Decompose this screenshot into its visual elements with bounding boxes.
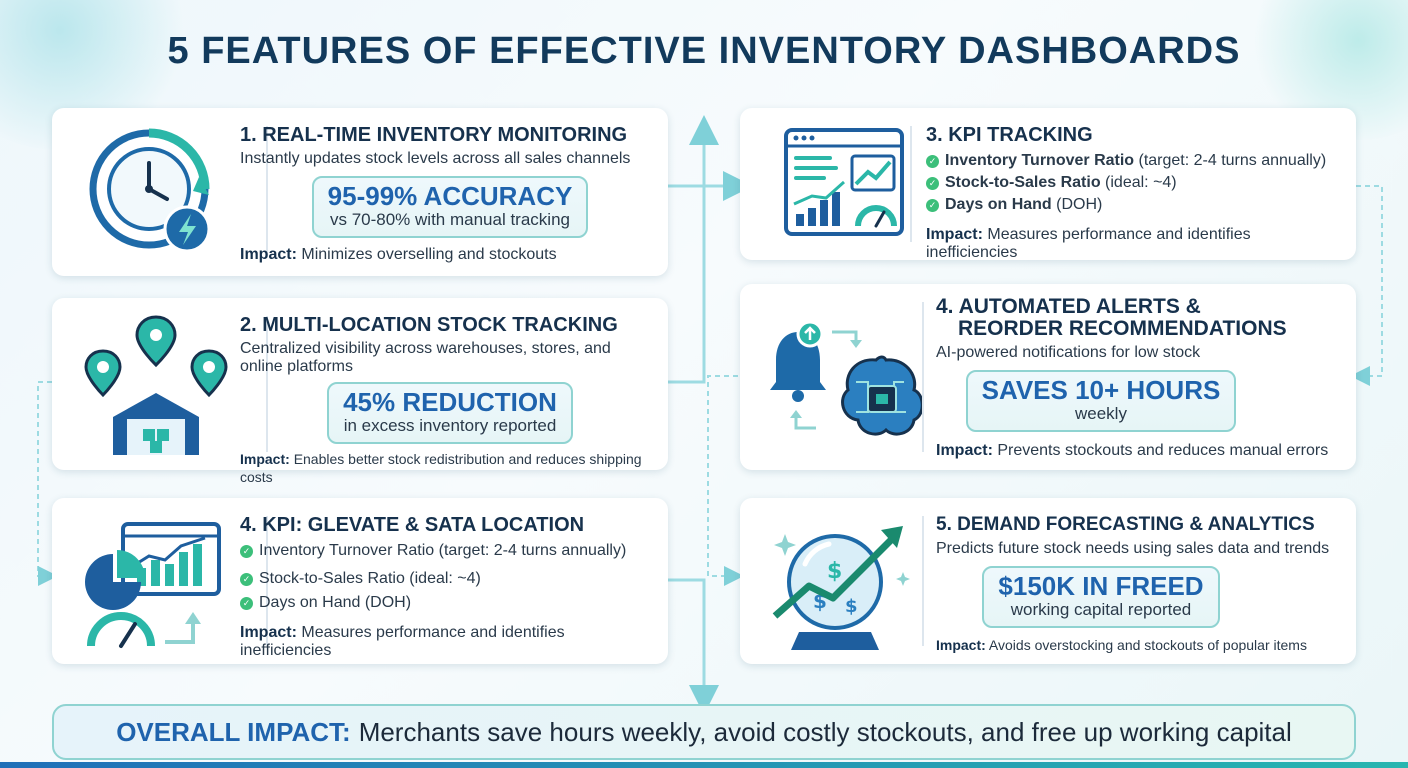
card-description: Instantly updates stock levels across al… [240, 150, 631, 167]
stat-badge: 95-99% ACCURACY vs 70-80% with manual tr… [311, 176, 589, 238]
list-item: ✓ Days on Hand (DOH) [240, 594, 660, 612]
feature-card-demand-forecasting: $ $ $ 5. DEMAND FORECASTING & ANALYTICS … [740, 498, 1356, 664]
crystal-ball-growth-icon: $ $ $ [754, 498, 934, 664]
list-item: ✓ Stock-to-Sales Ratio (ideal: ~4) [240, 570, 660, 588]
impact-line: Impact: Prevents stockouts and reduces m… [936, 442, 1348, 460]
divider [266, 316, 268, 452]
card-description: AI-powered notifications for low stock [936, 344, 1201, 361]
check-icon: ✓ [926, 176, 939, 190]
page-title: 5 FEATURES OF EFFECTIVE INVENTORY DASHBO… [167, 30, 1241, 72]
impact-text: Measures performance and identifies inef… [926, 226, 1251, 261]
feature-card-automated-alerts: 4. AUTOMATED ALERTS & REORDER RECOMMENDA… [740, 284, 1356, 470]
overall-impact-text: Merchants save hours weekly, avoid costl… [358, 716, 1292, 747]
card-title: 5. DEMAND FORECASTING & ANALYTICS [936, 514, 1315, 535]
overall-impact-label: OVERALL IMPACT: [116, 716, 351, 747]
clock-lightning-icon [66, 108, 246, 276]
list-item: ✓ Stock-to-Sales Ratio (ideal: ~4) [926, 174, 1346, 192]
divider [910, 126, 912, 242]
stat-badge: 45% REDUCTION in excess inventory report… [327, 382, 573, 444]
monitor-charts-icon [754, 108, 934, 260]
divider [922, 516, 924, 646]
card-title: 4. KPI: GLEVATE & SATA LOCATION [240, 514, 585, 536]
impact-line: Impact: Measures performance and identif… [926, 226, 1346, 262]
list-item: ✓ Inventory Turnover Ratio (target: 2-4 t… [240, 542, 660, 560]
divider [922, 302, 924, 452]
card-title: 4. AUTOMATED ALERTS & REORDER RECOMMENDA… [936, 296, 1348, 340]
impact-text: Enables better stock redistribution and … [240, 451, 642, 485]
impact-line: Impact: Avoids overstocking and stockout… [936, 636, 1348, 654]
card-title-line1: 4. AUTOMATED ALERTS & [936, 295, 1201, 318]
bell-brain-icon [754, 284, 934, 470]
card-title: 3. KPI TRACKING [926, 124, 1093, 146]
kpi-item-detail: (DOH) [1051, 196, 1103, 213]
kpi-item-detail: (target: 2-4 turns annually) [1134, 152, 1327, 169]
kpi-item-text: Inventory Turnover Ratio (target: 2-4 tu… [259, 542, 627, 559]
feature-card-kpi-tracking: 3. KPI TRACKING ✓ Inventory Turnover Rati… [740, 108, 1356, 262]
divider [266, 126, 268, 258]
impact-text: Avoids overstocking and stockouts of pop… [988, 637, 1307, 653]
kpi-item-text: Stock-to-Sales Ratio (ideal: ~4) [259, 570, 481, 587]
kpi-item-detail: (ideal: ~4) [1100, 174, 1177, 191]
kpi-item-name: Inventory Turnover Ratio [945, 152, 1135, 169]
card-description: Centralized visibility across warehouses… [240, 340, 611, 375]
kpi-list: ✓ Inventory Turnover Ratio (target: 2-4 t… [926, 152, 1346, 214]
impact-text: Measures performance and identifies inef… [240, 624, 565, 659]
dashboard-charts-icon [66, 498, 246, 664]
stat-value: SAVES 10+ HOURS [981, 375, 1221, 405]
stat-caption: weekly [1075, 404, 1127, 423]
kpi-item-name: Days on Hand [945, 196, 1052, 213]
svg-text:$: $ [827, 559, 842, 584]
bottom-accent-bar [0, 762, 1408, 768]
warehouse-pins-icon [66, 298, 246, 470]
feature-card-multi-location: 2. MULTI-LOCATION STOCK TRACKING Central… [52, 298, 668, 485]
impact-label: Impact: [240, 451, 290, 467]
overall-impact-banner: OVERALL IMPACT: Merchants save hours wee… [52, 704, 1356, 760]
impact-text: Minimizes overselling and stockouts [301, 246, 557, 263]
stat-value: $150K IN FREED [998, 571, 1204, 601]
check-icon: ✓ [240, 544, 253, 558]
kpi-item-text: Days on Hand (DOH) [259, 594, 412, 611]
divider [266, 516, 268, 646]
card-title: 1. REAL-TIME INVENTORY MONITORING [240, 124, 628, 146]
check-icon: ✓ [926, 198, 939, 212]
impact-label: Impact: [936, 637, 986, 653]
stat-caption: working capital reported [1010, 600, 1192, 619]
stat-caption: vs 70-80% with manual tracking [329, 210, 570, 229]
impact-text: Prevents stockouts and reduces manual er… [997, 442, 1329, 459]
kpi-item-name: Stock-to-Sales Ratio [945, 174, 1101, 191]
stat-value: 45% REDUCTION [343, 387, 557, 417]
kpi-list: ✓ Inventory Turnover Ratio (target: 2-4 t… [240, 542, 660, 612]
stat-badge: SAVES 10+ HOURS weekly [965, 370, 1237, 432]
feature-card-kpi-left: 4. KPI: GLEVATE & SATA LOCATION ✓ Invento… [52, 498, 668, 664]
impact-line: Impact: Enables better stock redistribut… [240, 450, 660, 486]
stat-caption: in excess inventory reported [343, 416, 557, 435]
impact-label: Impact: [240, 246, 297, 263]
list-item: ✓ Days on Hand (DOH) [926, 196, 1346, 214]
impact-label: Impact: [240, 624, 297, 641]
impact-line: Impact: Measures performance and identif… [240, 624, 660, 660]
stat-badge: $150K IN FREED working capital reported [982, 566, 1220, 628]
card-title-line2: REORDER RECOMMENDATIONS [958, 317, 1287, 340]
check-icon: ✓ [926, 154, 939, 168]
card-title: 2. MULTI-LOCATION STOCK TRACKING [240, 314, 618, 336]
stat-value: 95-99% ACCURACY [327, 181, 573, 211]
check-icon: ✓ [240, 596, 253, 610]
list-item: ✓ Inventory Turnover Ratio (target: 2-4 t… [926, 152, 1346, 170]
impact-line: Impact: Minimizes overselling and stocko… [240, 246, 660, 264]
impact-label: Impact: [936, 442, 993, 459]
impact-label: Impact: [926, 226, 983, 243]
feature-card-realtime-monitoring: 1. REAL-TIME INVENTORY MONITORING Instan… [52, 108, 668, 276]
check-icon: ✓ [240, 572, 253, 586]
card-description: Predicts future stock needs using sales … [936, 540, 1330, 557]
svg-text:$: $ [845, 596, 858, 617]
